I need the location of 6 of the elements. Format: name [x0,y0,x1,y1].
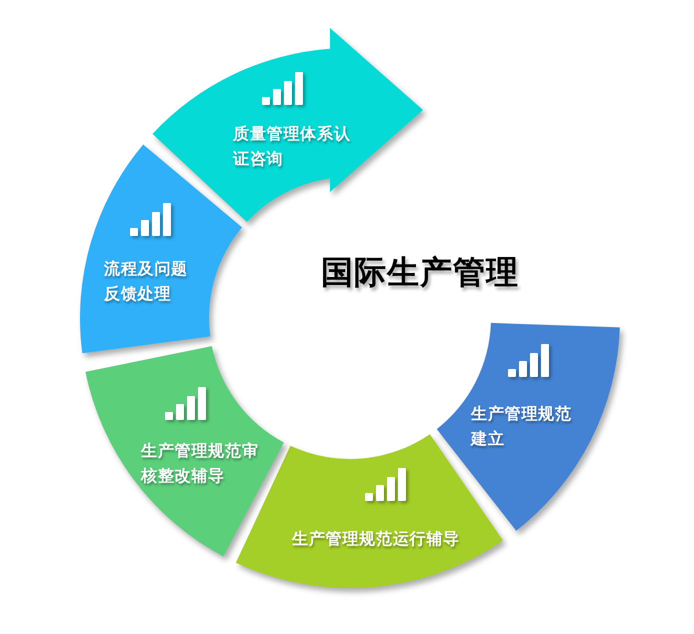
step-label: 生产管理规范运行辅导 [292,528,461,550]
step-label: 质量管理体系认证咨询 [233,123,352,170]
step-label: 流程及问题反馈处理 [104,258,189,305]
diagram-title: 国际生产管理 [321,253,519,291]
step-label: 生产管理规范审核整改辅导 [141,440,260,487]
step-label: 生产管理规范建立 [471,403,573,450]
